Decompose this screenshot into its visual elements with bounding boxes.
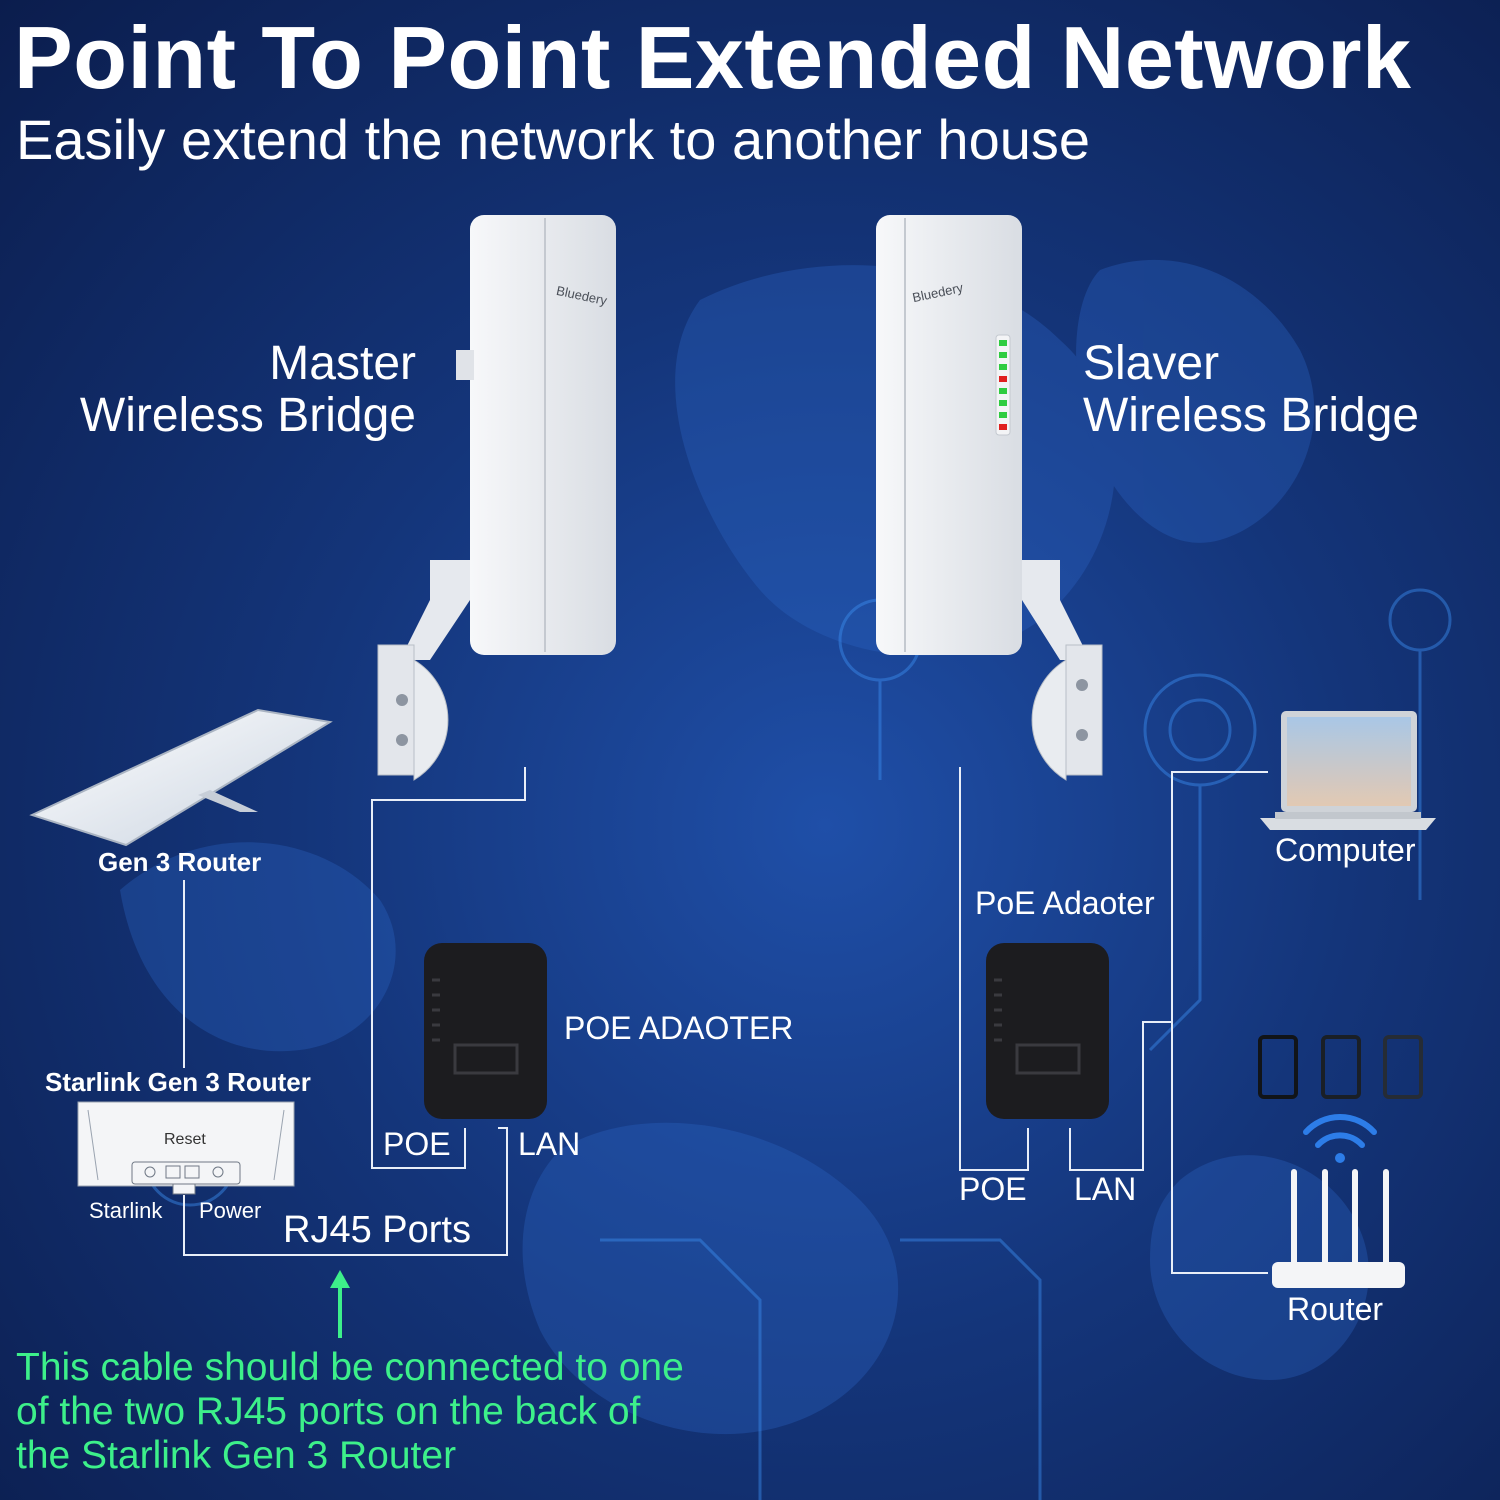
starlink-port-label: Starlink — [89, 1198, 163, 1223]
phone-icons — [1258, 1035, 1423, 1099]
poe-port-left-label: POE — [383, 1126, 451, 1162]
poe-adapter-right-icon — [986, 943, 1109, 1119]
lan-port-right-label: LAN — [1074, 1171, 1137, 1207]
poe-adapter-left-icon — [424, 943, 547, 1119]
router-label: Router — [1287, 1291, 1384, 1327]
wifi-icon — [1303, 1113, 1377, 1163]
slave-bridge-device — [876, 215, 1103, 781]
master-to-poe-wire — [371, 767, 526, 1169]
master-label-line1: Master — [269, 337, 416, 390]
poe-adapter-right-label: PoE Adaoter — [975, 885, 1155, 921]
master-bridge-device — [377, 215, 616, 781]
computer-label: Computer — [1275, 832, 1416, 868]
up-arrow-icon — [330, 1270, 350, 1338]
starlink-router-label: Starlink Gen 3 Router — [45, 1067, 311, 1097]
poe-adapter-left-label: POE ADAOTER — [564, 1010, 794, 1046]
power-port-label: Power — [199, 1198, 262, 1223]
lan-to-starlink-wire — [183, 1127, 508, 1256]
laptop-icon — [1260, 711, 1436, 830]
starlink-router-box — [77, 1101, 295, 1195]
note-line1: This cable should be connected to one — [16, 1346, 684, 1389]
router-icon — [1272, 1169, 1405, 1288]
page-title: Point To Point Extended Network — [14, 8, 1412, 107]
slave-bridge-label: Slaver Wireless Bridge — [1083, 338, 1419, 442]
master-label-line2: Wireless Bridge — [79, 389, 416, 442]
gen3-router-label: Gen 3 Router — [98, 847, 262, 877]
reset-label: Reset — [164, 1131, 206, 1148]
computer-router-bus — [1171, 771, 1268, 1274]
rj45-ports-label: RJ45 Ports — [283, 1209, 471, 1251]
note-line2: of the two RJ45 ports on the back of — [16, 1390, 641, 1433]
master-bridge-label: Master Wireless Bridge — [40, 338, 416, 442]
slave-to-poe-wire — [959, 767, 1029, 1171]
slave-label-line2: Wireless Bridge — [1083, 389, 1420, 442]
starlink-dish-icon — [29, 708, 333, 847]
slave-label-line1: Slaver — [1083, 337, 1220, 390]
page-subtitle: Easily extend the network to another hou… — [16, 108, 1091, 171]
lan-to-switch-wire — [1069, 1021, 1172, 1171]
cable-note: This cable should be connected to one of… — [16, 1346, 684, 1478]
lan-port-left-label: LAN — [518, 1126, 581, 1162]
poe-port-right-label: POE — [959, 1171, 1027, 1207]
note-line3: the Starlink Gen 3 Router — [16, 1434, 457, 1477]
